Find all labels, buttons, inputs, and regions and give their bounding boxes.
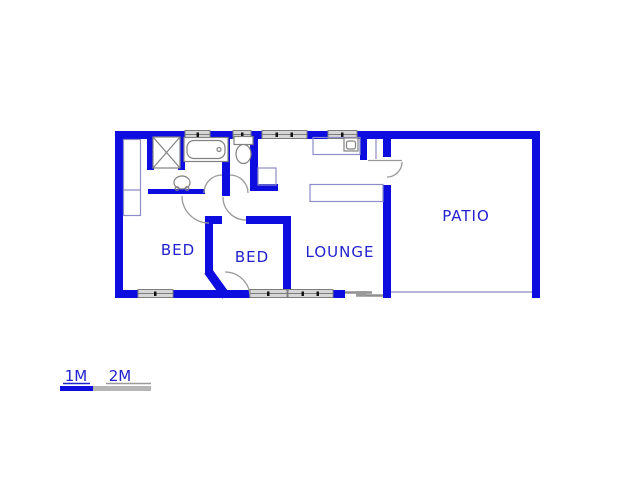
- fixtures: [122, 135, 384, 297]
- wall-bathroom-right: [222, 139, 230, 196]
- geyser-cupboard: [257, 167, 277, 186]
- wall-bottom-lounge-chunk: [333, 290, 345, 298]
- window: [261, 130, 308, 139]
- wall-kitchen-stub: [360, 139, 367, 160]
- sliding-door: [345, 291, 383, 297]
- door-arc-bathroom: [203, 174, 223, 194]
- patio-door-opening: [382, 157, 392, 185]
- wall-bed2-top-right: [246, 216, 285, 224]
- scale-segment-gray: [93, 386, 151, 391]
- patio-door: [368, 159, 403, 178]
- room-labels: BED BED LOUNGE PATIO: [161, 207, 490, 266]
- door-arc-bed2: [222, 196, 247, 221]
- window: [327, 130, 358, 139]
- door-arc-toilet: [229, 174, 249, 194]
- door-arc-bed1: [181, 195, 210, 224]
- bathtub: [183, 136, 229, 163]
- wall-patio-divider: [383, 131, 391, 298]
- wall-vanity-counter: [148, 189, 205, 194]
- door-arc-bed2-corner: [224, 271, 251, 298]
- wall-bottom-bedrooms: [115, 290, 292, 298]
- window: [249, 289, 288, 298]
- wall-bed2-diagonal: [204, 268, 230, 299]
- wall-left: [115, 131, 123, 298]
- interior-walls: [147, 139, 367, 299]
- window: [287, 289, 334, 298]
- room-label-bed-1: BED: [161, 241, 195, 259]
- scale-bar: 1M 2M: [60, 367, 151, 391]
- wall-toilet-right: [250, 139, 258, 191]
- scale-segment-blue: [60, 386, 93, 391]
- wall-patio-right: [532, 131, 540, 298]
- wall-bed2-top-left: [205, 216, 222, 224]
- scale-label-1m: 1M: [65, 367, 88, 385]
- wall-stub-shower-left: [147, 139, 154, 170]
- scale-label-2m: 2M: [109, 367, 132, 385]
- doors: [181, 159, 403, 298]
- wall-bed2-right: [283, 216, 291, 298]
- room-label-lounge: LOUNGE: [306, 243, 375, 261]
- room-label-patio: PATIO: [442, 207, 490, 225]
- kitchen-counter: [312, 136, 377, 159]
- lounge-counter: [309, 183, 384, 203]
- wardrobe: [122, 138, 142, 217]
- shower: [152, 136, 181, 169]
- wall-stub-geyser: [250, 184, 278, 191]
- wall-bed2-left: [205, 216, 213, 273]
- room-label-bed-2: BED: [235, 248, 269, 266]
- kitchen-sink: [343, 137, 359, 152]
- basin: [173, 175, 191, 191]
- wall-stub-shower-right: [178, 139, 185, 170]
- toilet: [233, 135, 254, 165]
- window: [137, 289, 174, 298]
